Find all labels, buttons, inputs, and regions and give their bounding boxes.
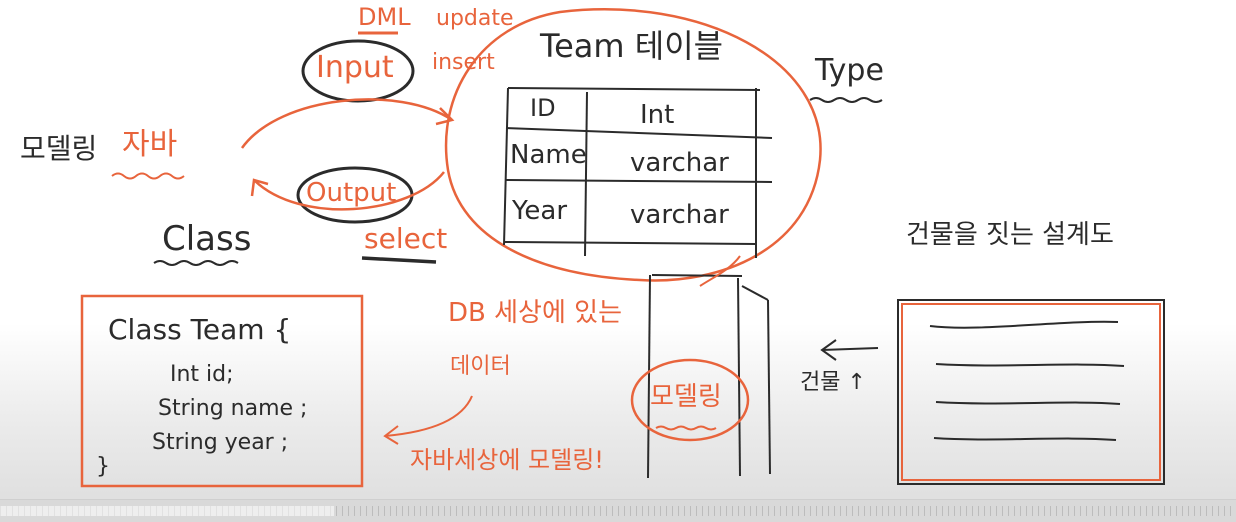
input-arrow (240, 98, 453, 149)
modeling-circle-label: 모델링 (650, 382, 722, 412)
table-title: Team 테이블 (540, 27, 724, 65)
output-label: Output (306, 178, 397, 208)
table-cell-type-2: varchar (630, 200, 729, 230)
modeling-label: 모델링 (20, 132, 98, 165)
type-label: Type (815, 53, 884, 88)
building-label: 건물 ↑ (800, 370, 866, 395)
modeling-circle (630, 358, 750, 442)
class-code-line-0: Class Team { (108, 313, 292, 346)
java-label: 자바 (122, 127, 178, 162)
input-ellipse (301, 39, 415, 103)
table-cell-field-2: Year (512, 196, 568, 226)
update-label: update (436, 6, 514, 31)
class-code-line-3: String year ; (152, 430, 289, 455)
db-note-line1: DB 세상에 있는 (448, 298, 622, 328)
table-circle (444, 8, 822, 282)
dml-label: DML (358, 3, 411, 31)
db-note-line2: 데이터 (450, 354, 511, 379)
output-arrow (253, 171, 445, 211)
table-cell-field-0: ID (530, 94, 556, 122)
blueprint-lines (929, 320, 1125, 441)
building-drawing (647, 274, 771, 479)
insert-label: insert (432, 50, 495, 75)
java-world-note: 자바세상에 모델링! (410, 446, 604, 474)
timeline-ruler[interactable] (0, 499, 1236, 522)
input-label: Input (316, 50, 394, 85)
blueprint-label: 건물을 짓는 설계도 (906, 220, 1114, 250)
table-cell-type-1: varchar (630, 148, 729, 178)
class-code-line-1: Int id; (170, 362, 234, 387)
team-table-grid (503, 87, 773, 258)
select-label: select (364, 222, 448, 255)
class-label: Class (162, 219, 252, 259)
table-cell-field-1: Name (510, 140, 587, 170)
blueprint-box (897, 299, 1165, 485)
db-note-arrow (384, 395, 473, 437)
table-cell-type-0: Int (640, 100, 675, 130)
class-box (80, 294, 364, 488)
timeline-progress (0, 506, 334, 516)
class-code-line-4: } (96, 454, 110, 479)
class-code-line-2: String name ; (158, 396, 308, 421)
